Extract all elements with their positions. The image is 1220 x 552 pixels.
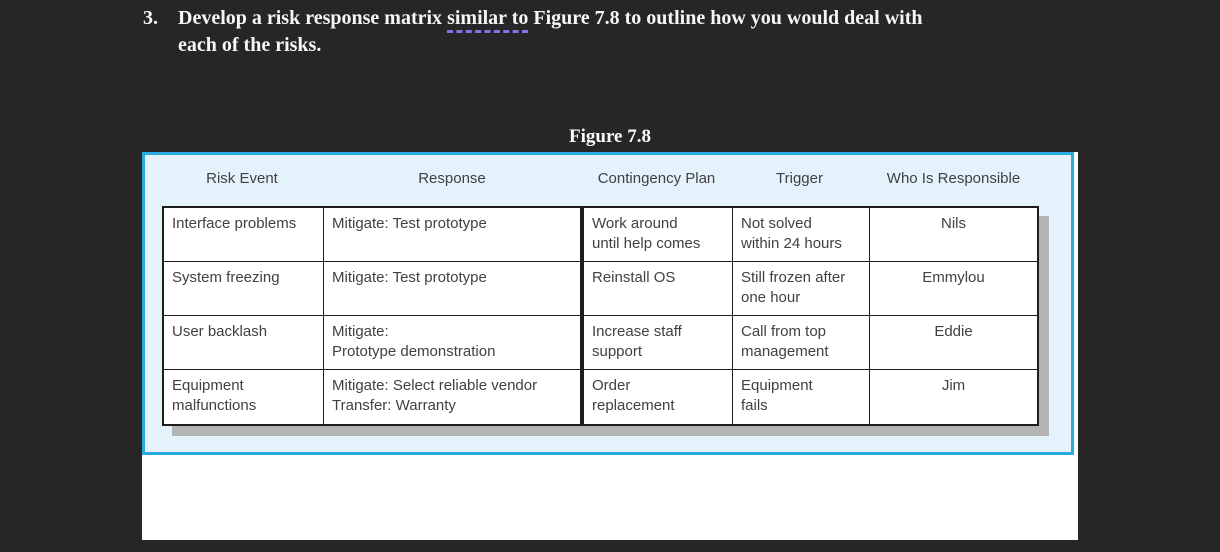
table-cell-risk-event: System freezing: [164, 262, 324, 316]
column-header-risk-event: Risk Event: [206, 170, 278, 187]
table-column-headers: Risk Event Response Contingency Plan Tri…: [162, 170, 1039, 187]
table-cell-responsible-person: Emmylou: [870, 262, 1037, 316]
table-cell-response: Mitigate: Select reliable vendor Transfe…: [324, 370, 584, 424]
column-header-contingency-plan: Contingency Plan: [597, 170, 716, 187]
table-cell-contingency-plan: Order replacement: [584, 370, 733, 424]
risk-response-matrix-table: Interface problems Mitigate: Test protot…: [162, 206, 1039, 426]
grammar-suggestion-underline[interactable]: similar to: [447, 7, 529, 33]
table-cell-response: Mitigate: Test prototype: [324, 262, 584, 316]
table-cell-trigger: Equipment fails: [733, 370, 870, 424]
table-cell-trigger: Still frozen after one hour: [733, 262, 870, 316]
table-cell-response: Mitigate: Prototype demonstration: [324, 316, 584, 370]
table-cell-contingency-plan: Reinstall OS: [584, 262, 733, 316]
question-text-after: Figure 7.8 to outline how you would deal…: [178, 7, 923, 56]
table-cell-risk-event: Equipment malfunctions: [164, 370, 324, 424]
document-page: Risk Event Response Contingency Plan Tri…: [142, 152, 1078, 540]
table-cell-trigger: Call from top management: [733, 316, 870, 370]
table-cell-responsible-person: Nils: [870, 208, 1037, 262]
column-header-who-is-responsible: Who Is Responsible: [886, 170, 1021, 187]
column-header-response: Response: [418, 170, 486, 187]
table-cell-responsible-person: Eddie: [870, 316, 1037, 370]
column-header-trigger: Trigger: [776, 170, 823, 187]
table-cell-contingency-plan: Work around until help comes: [584, 208, 733, 262]
figure-panel: Risk Event Response Contingency Plan Tri…: [142, 152, 1074, 455]
table-cell-contingency-plan: Increase staff support: [584, 316, 733, 370]
question-item-3: 3. Develop a risk response matrix simila…: [143, 5, 1058, 59]
table-cell-response: Mitigate: Test prototype: [324, 208, 584, 262]
table-cell-responsible-person: Jim: [941, 377, 966, 394]
table-cell-risk-event: Interface problems: [164, 208, 324, 262]
question-text: Develop a risk response matrix similar t…: [178, 5, 1058, 59]
table-cell-trigger: Not solved within 24 hours: [733, 208, 870, 262]
figure-caption: Figure 7.8: [569, 126, 651, 147]
table-cell-risk-event: User backlash: [164, 316, 324, 370]
question-number: 3.: [143, 7, 158, 29]
question-text-before: Develop a risk response matrix: [178, 7, 448, 29]
